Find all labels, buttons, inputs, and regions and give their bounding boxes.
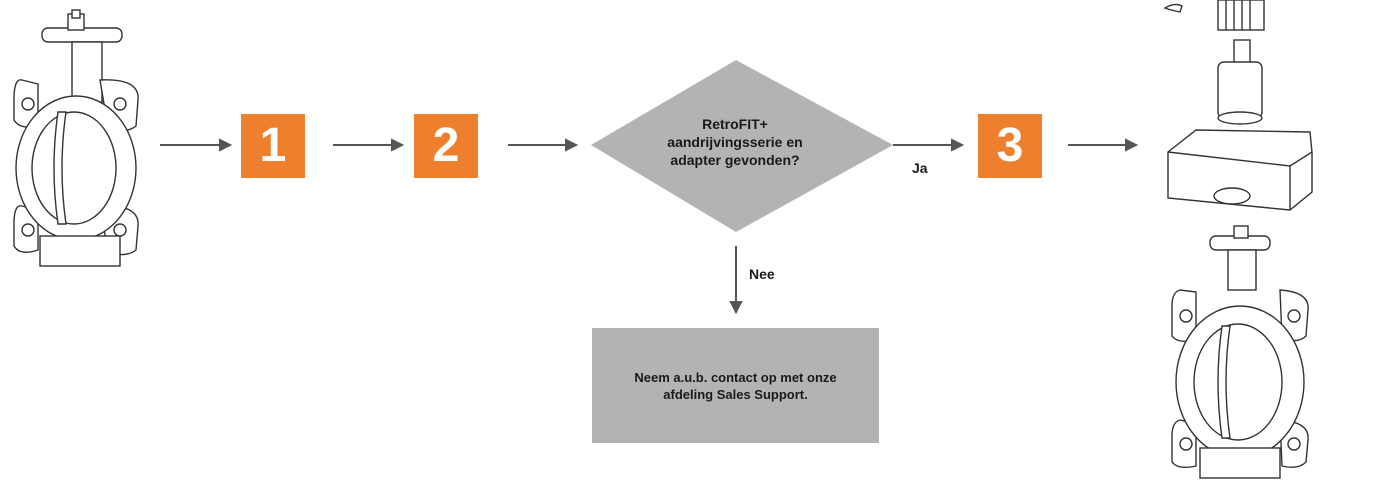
step-2: 2 — [414, 114, 478, 178]
step-3: 3 — [978, 114, 1042, 178]
contact-sales-text: Neem a.u.b. contact op met onze afdeling… — [634, 369, 837, 402]
decision-question: RetroFIT+ aandrijvingsserie en adapter g… — [667, 116, 803, 168]
contact-sales-box: Neem a.u.b. contact op met onze afdeling… — [592, 328, 879, 443]
decision-diamond — [591, 60, 893, 232]
edge-label-no: Nee — [749, 266, 775, 282]
step-1: 1 — [241, 114, 305, 178]
edge-label-yes: Ja — [912, 160, 928, 176]
